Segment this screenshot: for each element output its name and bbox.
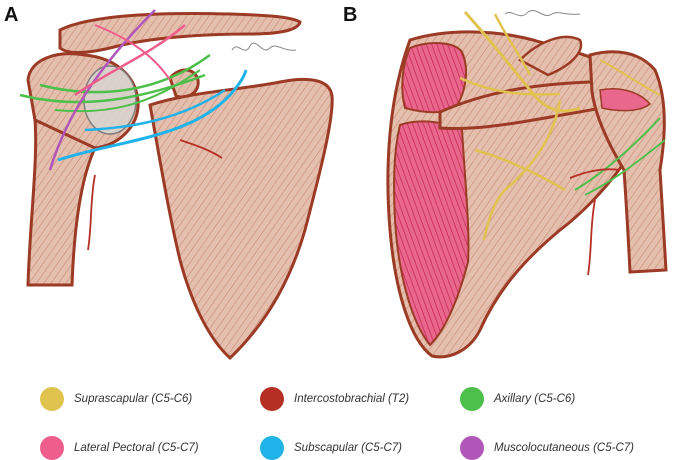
supraspinatus-muscle [401,42,467,114]
swatch-suprascapular [40,387,64,411]
legend-item-axillary: Axillary (C5-C6) [460,387,575,411]
legend-label-intercostobrachial: Intercostobrachial (T2) [294,393,410,405]
legend-label-lateral-pectoral: Lateral Pectoral (C5-C7) [74,442,199,454]
swatch-lateral-pectoral [40,436,64,460]
clavicle-bone [58,11,302,54]
swatch-intercostobrachial [260,387,284,411]
legend-item-muscolocutaneous: Muscolocutaneous (C5-C7) [460,436,634,460]
shoulder-illustration [19,9,668,361]
panel-label-b: B [343,4,358,26]
legend-item-lateral-pectoral: Lateral Pectoral (C5-C7) [40,436,199,460]
anterior-view [19,9,334,361]
swatch-subscapular [260,436,284,460]
swatch-muscolocutaneous [460,436,484,460]
panel-label-a: A [4,4,19,26]
scapula-body [148,77,334,361]
legend-item-suprascapular: Suprascapular (C5-C6) [40,387,192,411]
legend-label-axillary: Axillary (C5-C6) [494,393,576,405]
legend-item-intercostobrachial: Intercostobrachial (T2) [260,387,409,411]
acromion [517,35,583,77]
legend-label-suprascapular: Suprascapular (C5-C6) [74,393,193,405]
legend-label-subscapular: Subscapular (C5-C7) [294,442,403,454]
posterior-view [386,10,668,359]
swatch-axillary [460,387,484,411]
humerus-shaft [26,117,97,287]
infraspinatus-muscle [393,120,470,347]
legend-label-muscolocutaneous: Muscolocutaneous (C5-C7) [494,442,634,454]
legend-item-subscapular: Subscapular (C5-C7) [260,436,402,460]
